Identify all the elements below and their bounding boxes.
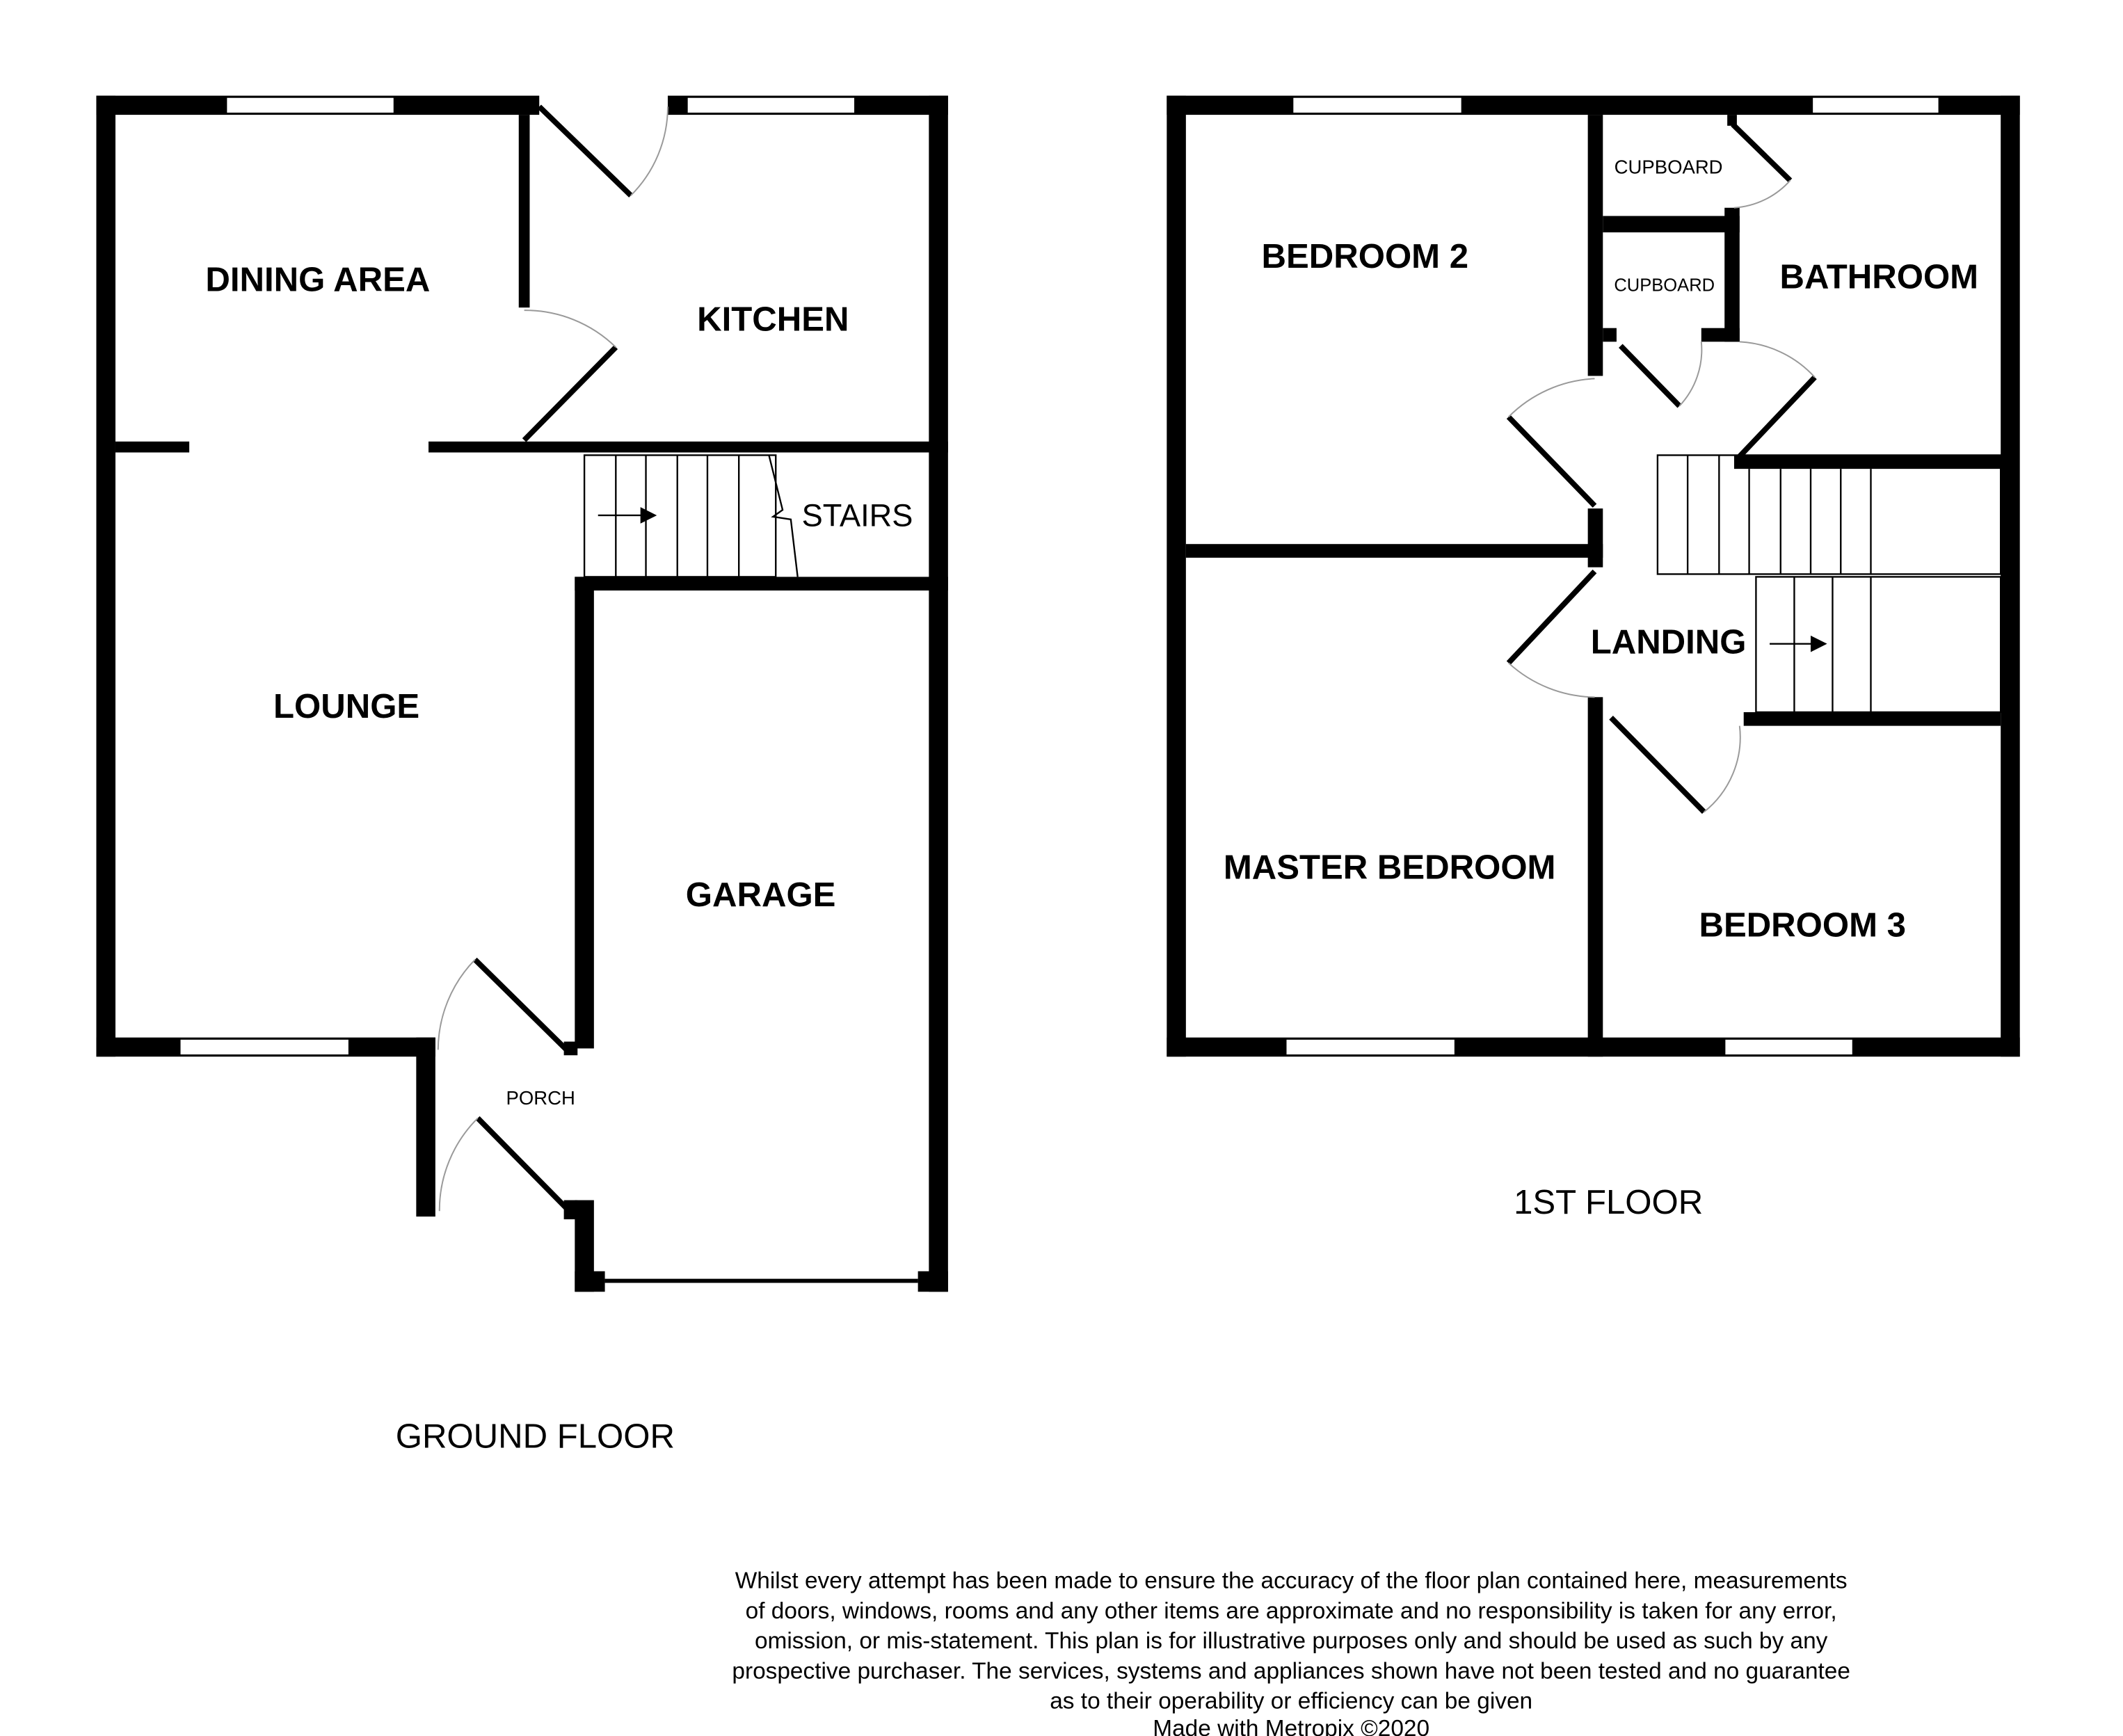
door-swing [1704,725,1741,813]
wall [575,1271,605,1292]
wall [115,441,190,453]
wall [2001,95,2020,1057]
door [537,104,633,198]
wall [918,1271,948,1292]
door [473,957,569,1052]
disclaimer-line: Whilst every attempt has been made to en… [735,1568,1848,1594]
room-label-kitchen: KITCHEN [697,301,849,339]
wall [1733,455,2001,469]
door-swing [1733,179,1791,209]
room-label-bathroom: BATHROOM [1779,259,1978,296]
wall [929,95,948,1292]
wall [1603,216,1740,233]
wall [1587,697,1603,1057]
wall [428,441,948,453]
window [1724,1038,1854,1056]
wall [96,95,115,1057]
door-swing [1679,341,1703,407]
door-swing [437,958,476,1050]
window [1291,96,1464,115]
door-swing [1739,341,1816,378]
window [1811,96,1940,115]
room-label-bedroom2: BEDROOM 2 [1262,238,1469,275]
disclaimer-line: of doors, windows, rooms and any other i… [746,1598,1837,1624]
room-label-garage: GARAGE [686,876,836,914]
window [1285,1038,1457,1056]
disclaimer-line: omission, or mis-statement. This plan is… [755,1628,1828,1654]
door [522,345,618,442]
door [1609,716,1706,814]
door-swing [1508,662,1595,698]
door [1735,375,1817,462]
wall [1167,95,1186,1057]
door-swing [438,1117,479,1212]
room-label-lounge: LOUNGE [273,688,419,725]
arrow-right-icon [1811,635,1827,652]
disclaimer: Whilst every attempt has been made to en… [732,1568,1850,1736]
stairs [583,454,799,578]
room-label-dining: DINING AREA [205,262,430,299]
wall [563,1041,578,1056]
wall [1724,207,1740,342]
wall [1743,712,2001,726]
wall [1603,328,1617,342]
wall [1587,115,1603,376]
arrow-right-icon [640,507,657,524]
room-label-stairs: STAIRS [802,498,913,533]
floor-title-ground: GROUND FLOOR [396,1417,675,1455]
door [1619,344,1682,408]
floor-title-first: 1ST FLOOR [1514,1184,1703,1221]
door [1731,122,1793,183]
door-swing [630,106,668,196]
door [1506,415,1597,508]
door [475,1116,572,1214]
wall [1185,544,1603,558]
wall [518,115,530,308]
wall [575,577,594,1049]
first-floor-plan: BEDROOM 2 CUPBOARD CUPBOARD BATHROOM LAN… [1167,95,2020,1221]
wall [575,577,948,591]
wall [416,1037,435,1217]
door-swing [1507,378,1595,418]
room-label-cupboard-2: CUPBOARD [1614,276,1715,296]
wall [1701,328,1740,342]
window [179,1038,351,1056]
window [225,96,396,115]
room-label-master-bedroom: MASTER BEDROOM [1224,849,1556,887]
room-label-bedroom3: BEDROOM 3 [1699,906,1906,944]
window [686,96,856,115]
room-label-landing: LANDING [1591,623,1747,661]
ground-floor-plan: DINING AREA KITCHEN LOUNGE STAIRS GARAGE… [96,95,948,1455]
room-label-porch: PORCH [506,1087,575,1109]
door [1506,569,1597,665]
disclaimer-line: prospective purchaser. The services, sys… [732,1658,1850,1684]
wall [1587,508,1603,568]
room-label-cupboard-1: CUPBOARD [1615,156,1723,178]
disclaimer-line: as to their operability or efficiency ca… [1050,1689,1532,1714]
door-swing [524,310,616,348]
credit-text: Made with Metropix ©2020 [1153,1716,1429,1736]
stairs [1656,454,2002,714]
